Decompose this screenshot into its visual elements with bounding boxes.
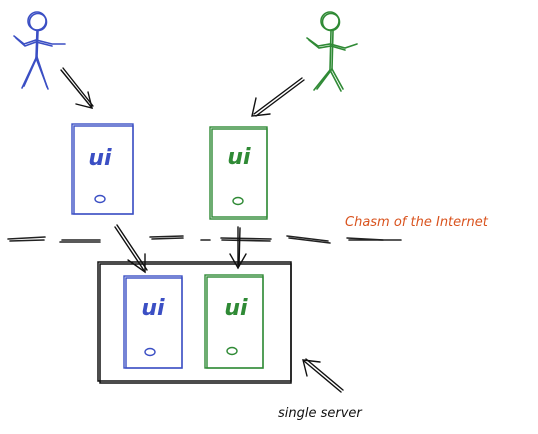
device-glyph-server-green: ui — [224, 296, 248, 321]
arrow-user-to-device-left — [60, 67, 94, 109]
server-label: single server — [278, 406, 363, 421]
server-box — [97, 261, 292, 384]
device-glyph-right-client: ui — [227, 145, 251, 170]
device-glyph-server-blue: ui — [141, 296, 165, 321]
arrow-chasm-left — [114, 224, 148, 274]
server-device-blue — [123, 275, 183, 369]
client-device-green — [209, 126, 268, 220]
server-device-green — [204, 274, 264, 369]
blue-user-icon — [13, 11, 66, 90]
arrow-user-to-device-right — [251, 77, 305, 117]
device-glyph-left-client: ui — [88, 146, 112, 171]
green-user-icon — [306, 11, 358, 92]
arrow-chasm-right — [229, 226, 247, 270]
chasm-line — [7, 235, 402, 244]
arrow-to-server — [302, 358, 344, 393]
client-device-blue — [71, 123, 134, 215]
chasm-label: Chasm of the Internet — [345, 215, 489, 230]
